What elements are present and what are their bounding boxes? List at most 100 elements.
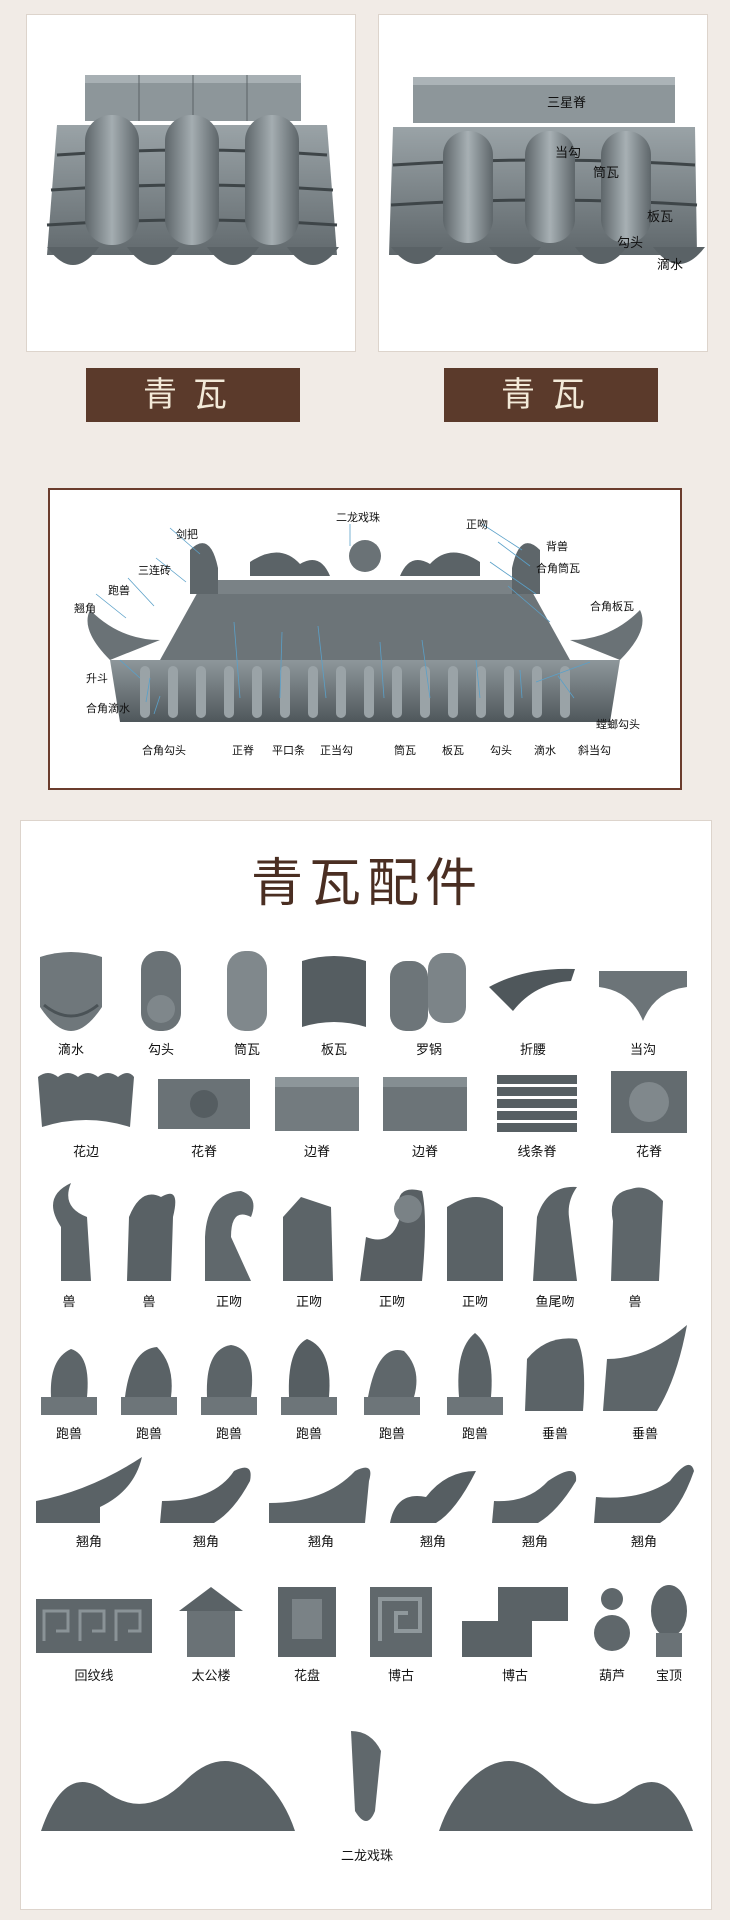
diagram-label-jian-ba: 剑把 — [176, 528, 198, 541]
eave-tile-icon — [141, 951, 181, 1031]
catalog-item-label: 边脊 — [303, 1145, 330, 1160]
catalog-item: 线条脊 — [487, 1067, 587, 1160]
catalog-item: 葫芦 — [587, 1581, 637, 1684]
tag-ban-wa: 板瓦 — [647, 210, 673, 225]
catalog-item-label: 正吻 — [215, 1295, 242, 1310]
diagram-label-bei-shou: 背兽 — [546, 540, 568, 553]
catalog-item: 跑兽 — [189, 1319, 269, 1442]
catalog-item-label: 兽 — [628, 1295, 642, 1310]
catalog-item-label: 博古 — [387, 1669, 414, 1684]
catalog-item: 翘角 — [587, 1451, 701, 1550]
diagram-label-zheng-wen: 正吻 — [466, 518, 488, 531]
diagram-label-pao-shou: 跑兽 — [108, 584, 130, 597]
catalog-item: 花盘 — [267, 1581, 347, 1684]
product-photo-labelled-tiles: 三星脊 当勾 筒瓦 板瓦 勾头 滴水 — [378, 14, 708, 352]
catalog-item-label: 花边 — [72, 1145, 99, 1160]
tag-tong-wa: 筒瓦 — [593, 165, 619, 181]
flower-plate-icon — [278, 1587, 336, 1657]
upturned-eave-icon — [160, 1467, 251, 1523]
ridge-end-icon — [360, 1189, 425, 1281]
catalog-item-label: 跑兽 — [461, 1427, 488, 1442]
catalog-item: 折腰 — [483, 947, 583, 1058]
catalog-item-label: 垂兽 — [541, 1427, 568, 1442]
diagram-label-zheng-dang-gou: 正当勾 — [320, 744, 353, 757]
catalog-item-label: 翘角 — [630, 1535, 657, 1550]
catalog-item: 回纹线 — [29, 1591, 159, 1684]
edge-ridge-icon-2 — [383, 1077, 467, 1131]
catalog-item: 太公楼 — [171, 1581, 251, 1684]
tag-dang-gou: 当勾 — [555, 146, 581, 161]
beast-icon — [127, 1193, 176, 1281]
diagram-label-he-jiao-ban-wa: 合角板瓦 — [590, 600, 634, 613]
catalog-item: 筒瓦 — [207, 947, 287, 1058]
catalog-item: 垂兽 — [515, 1319, 595, 1442]
catalog-item-label: 正吻 — [378, 1295, 405, 1310]
diagram-label-ban-wa: 板瓦 — [442, 744, 464, 757]
labelled-roof-tile-illustration: 三星脊 当勾 筒瓦 板瓦 勾头 滴水 — [389, 77, 705, 273]
catalog-item-label: 翘角 — [307, 1535, 334, 1550]
bent-waist-tile-icon — [489, 968, 575, 1011]
catalog-item: 当沟 — [593, 947, 693, 1058]
double-dragon-icon — [41, 1731, 693, 1831]
diagram-label-xie-dang-gou: 斜当勾 — [578, 744, 611, 757]
catalog-item-label: 跑兽 — [135, 1427, 162, 1442]
diagram-label-sheng-dou: 升斗 — [86, 672, 108, 685]
diagram-label-he-jiao-tong-wa: 合角筒瓦 — [536, 562, 580, 575]
caption-plate-right: 青瓦 — [444, 368, 658, 422]
lace-ridge-icon — [38, 1073, 134, 1127]
tag-gou-tou: 勾头 — [617, 236, 643, 251]
treasure-top-icon — [651, 1585, 687, 1657]
catalog-item-label: 跑兽 — [378, 1427, 405, 1442]
catalog-item-label: 翘角 — [521, 1535, 548, 1550]
catalog-item-label: 边脊 — [411, 1145, 438, 1160]
fret-pattern-icon — [36, 1599, 152, 1653]
ridge-end-icon — [447, 1197, 503, 1281]
catalog-item-label: 板瓦 — [320, 1043, 347, 1058]
catalog-item: 翘角 — [485, 1451, 585, 1550]
diagram-label-qiao-jiao: 翘角 — [74, 602, 96, 615]
catalog-item-label: 翘角 — [192, 1535, 219, 1550]
catalog-item: 正吻 — [189, 1177, 269, 1310]
catalog-item: 兽 — [109, 1177, 189, 1310]
running-beast-icon — [364, 1349, 420, 1415]
diagram-label-zheng-ji: 正脊 — [232, 744, 254, 757]
diagram-label-he-jiao-di-shui: 合角滴水 — [86, 702, 130, 715]
catalog-item-label: 鱼尾吻 — [535, 1295, 575, 1310]
catalog-item-label: 跑兽 — [55, 1427, 82, 1442]
cylinder-tile-icon — [227, 951, 267, 1031]
catalog-item: 跑兽 — [29, 1319, 109, 1442]
catalog-item-label: 花脊 — [635, 1145, 662, 1160]
catalog-item-label: 当沟 — [629, 1043, 656, 1058]
catalog-item-label: 回纹线 — [74, 1669, 114, 1684]
running-beast-icon — [121, 1347, 177, 1415]
catalog-item-label: 跑兽 — [215, 1427, 242, 1442]
ridge-end-icon — [205, 1191, 254, 1281]
catalog-item: 博古 — [455, 1581, 575, 1684]
catalog-item-label: 兽 — [62, 1295, 76, 1310]
catalog-item-label: 太公楼 — [191, 1669, 231, 1684]
flower-ridge-icon-2 — [611, 1071, 687, 1133]
catalog-item: 正吻 — [349, 1177, 435, 1310]
diagram-label-tang-lang-gou-tou: 螳螂勾头 — [596, 718, 640, 731]
flat-tile-icon — [302, 956, 366, 1027]
upturned-eave-icon — [390, 1471, 476, 1523]
catalog-item-label: 博古 — [501, 1669, 528, 1684]
catalog-item: 跑兽 — [269, 1319, 349, 1442]
upturned-eave-icon — [36, 1457, 142, 1523]
flower-ridge-icon — [158, 1079, 250, 1129]
catalog-item-label: 跑兽 — [295, 1427, 322, 1442]
diagram-label-san-lian-zhuan: 三连砖 — [138, 564, 171, 577]
catalog-item-label: 兽 — [142, 1295, 156, 1310]
catalog-item: 板瓦 — [289, 947, 379, 1058]
catalog-item-label: 葫芦 — [598, 1669, 625, 1684]
catalog-item-label: 折腰 — [519, 1043, 546, 1058]
running-beast-icon — [281, 1339, 337, 1415]
catalog-item-label: 二龙戏珠 — [340, 1849, 393, 1864]
running-beast-icon — [201, 1345, 257, 1415]
catalog-item-label: 翘角 — [419, 1535, 446, 1550]
catalog-item-label: 正吻 — [461, 1295, 488, 1310]
catalog-item: 滴水 — [31, 947, 111, 1058]
drip-tile-icon — [40, 952, 102, 1031]
roof-structure-diagram: 二龙戏珠 剑把 正吻 背兽 三连砖 合角筒瓦 跑兽 翘角 合角板瓦 升斗 合角滴… — [48, 488, 682, 790]
catalog-item: 翘角 — [383, 1451, 483, 1550]
